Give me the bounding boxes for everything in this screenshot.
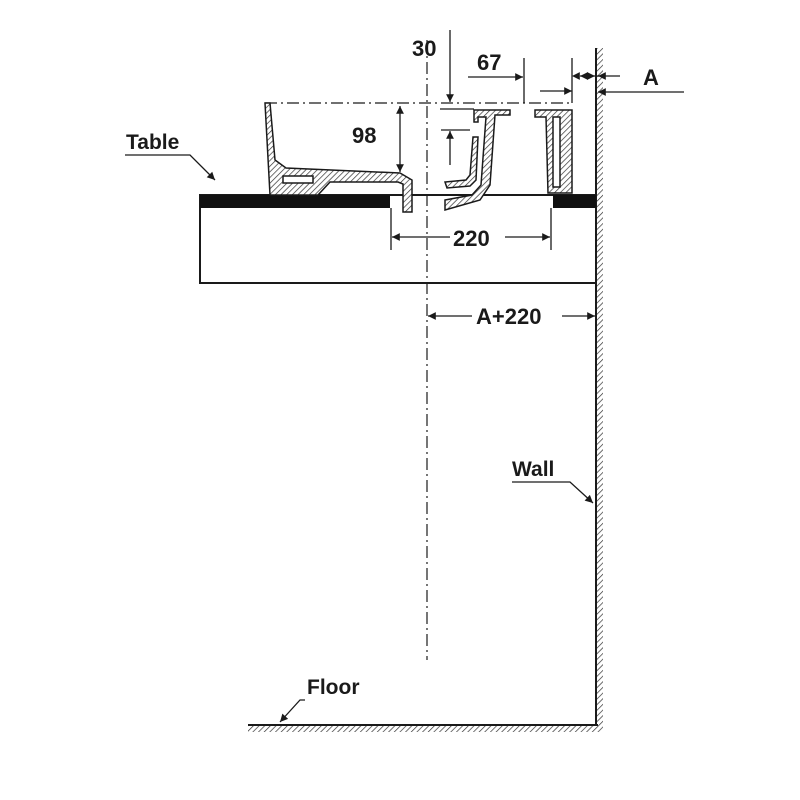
dim-A-label: A [643,65,659,90]
dimension-lines [125,30,684,723]
floor-label: Floor [307,676,360,699]
dim-220-label: 220 [453,226,490,251]
dim-30-label: 30 [412,36,436,61]
table-label: Table [126,131,179,154]
dim-98-label: 98 [352,123,376,148]
dim-67-label: 67 [477,50,501,75]
basin-section [264,102,573,213]
table [199,194,597,284]
wall [595,48,603,732]
dim-A220-label: A+220 [476,304,541,329]
floor [248,724,600,732]
wall-label: Wall [512,458,554,481]
